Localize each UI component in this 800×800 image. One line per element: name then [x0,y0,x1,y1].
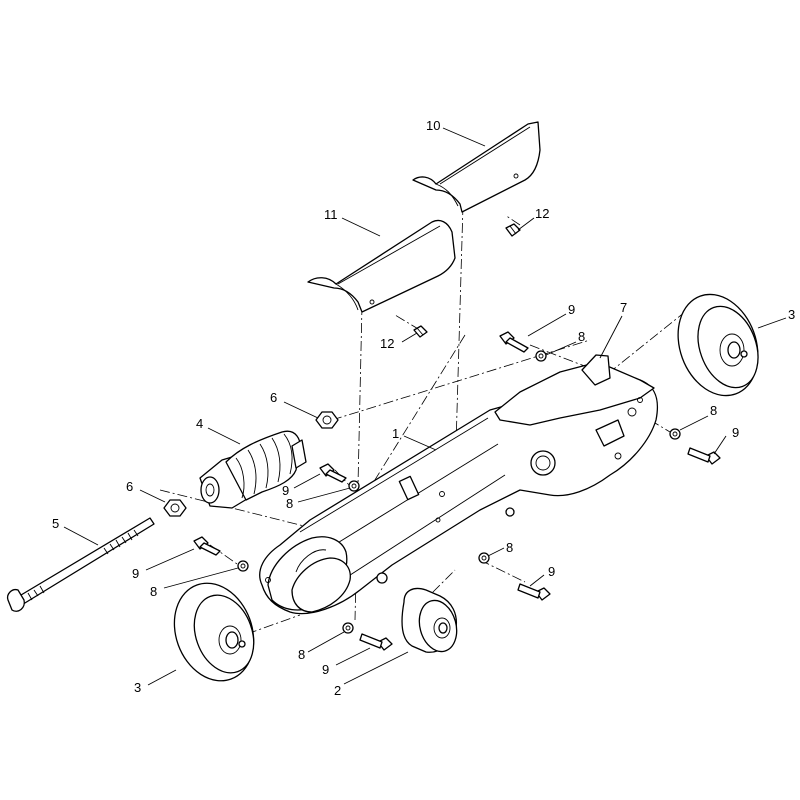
part-9-bolt-f [359,633,393,651]
callout-6-upper: 6 [270,390,277,405]
callout-9-top: 9 [568,302,575,317]
part-12-screw-lower [413,325,428,338]
callout-3-right: 3 [788,307,795,322]
part-1-main-frame [259,354,659,615]
callout-9-right: 9 [732,425,739,440]
part-3-wheel-right [677,293,759,397]
part-8-washers [237,350,681,634]
callout-8-right: 8 [710,403,717,418]
part-11-lower-cover [307,219,456,313]
callout-1: 1 [392,426,399,441]
callout-12-lower: 12 [380,336,394,351]
part-9-bolt-d [687,447,721,465]
callout-12-upper: 12 [535,206,549,221]
part-5-long-bolt [6,517,155,612]
part-6-nut-upper [315,411,339,429]
callout-8-middle: 8 [286,496,293,511]
callout-8-top: 8 [578,329,585,344]
part-9-bolt-a [499,331,529,353]
callout-9-left: 9 [132,566,139,581]
callout-labels: 10 11 12 12 9 8 7 3 6 4 1 8 9 9 8 6 5 9 … [52,118,795,698]
part-2-double-wheel [401,587,458,653]
part-10-upper-cover [412,121,541,213]
callout-3-left: 3 [134,680,141,695]
callout-8-left: 8 [150,584,157,599]
callout-9-middle: 9 [282,483,289,498]
callout-5: 5 [52,516,59,531]
callout-8-bottom: 8 [298,647,305,662]
callout-9-lower-right: 9 [548,564,555,579]
part-9-bolt-b [319,463,347,483]
callout-9-bottom: 9 [322,662,329,677]
callout-4: 4 [196,416,203,431]
callout-2: 2 [334,683,341,698]
callout-6-lower: 6 [126,479,133,494]
part-6-nut-lower [163,499,187,517]
part-12-screw-upper [505,223,521,237]
part-9-bolt-e [517,583,551,601]
callout-11: 11 [324,207,338,222]
callout-8-lower-right: 8 [506,540,513,555]
part-3-wheel-left [173,582,255,682]
part-9-bolt-c [193,536,221,556]
callout-7: 7 [620,300,627,315]
callout-10: 10 [426,118,440,133]
callout-leaders [63,127,787,686]
part-4-spring-assembly [199,430,307,509]
